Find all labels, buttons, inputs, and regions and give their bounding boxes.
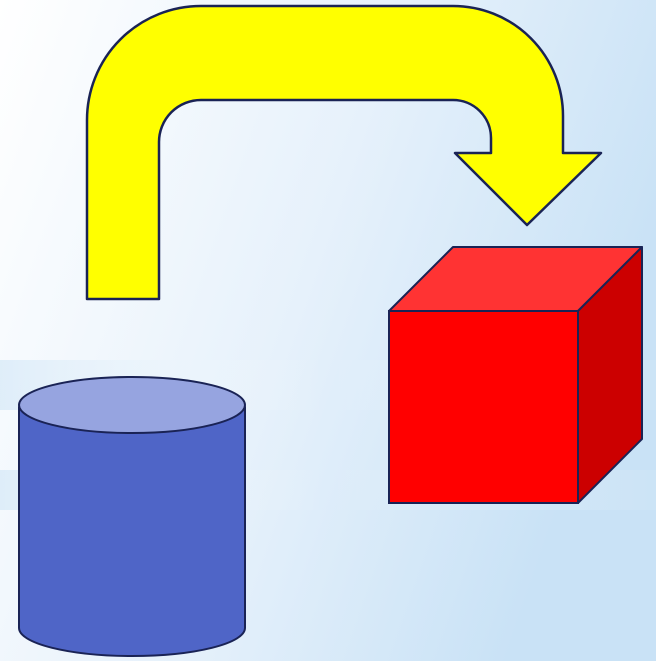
cylinder-body <box>18 406 246 657</box>
cylinder-top <box>18 376 246 434</box>
cube-icon <box>388 246 643 504</box>
cube-front-face <box>388 310 579 504</box>
u-turn-arrow <box>85 4 603 301</box>
database-icon <box>18 376 246 657</box>
curved-arrow-icon <box>85 4 603 301</box>
